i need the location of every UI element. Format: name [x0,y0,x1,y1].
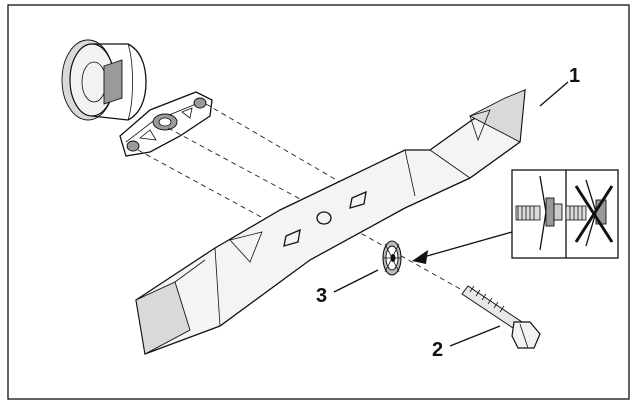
washer [382,240,402,276]
leader-line-2 [449,325,501,347]
leader-line-1 [539,81,569,107]
spindle-hub [61,39,213,157]
leader-line-3 [333,269,379,293]
bolt [461,285,541,349]
cutting-blade [135,88,526,355]
callout-label-2: 2 [432,339,443,361]
washer-orientation-inset [511,169,619,259]
inset-arrow [412,231,513,264]
callout-label-3: 3 [316,285,327,307]
callout-label-1: 1 [569,65,580,87]
